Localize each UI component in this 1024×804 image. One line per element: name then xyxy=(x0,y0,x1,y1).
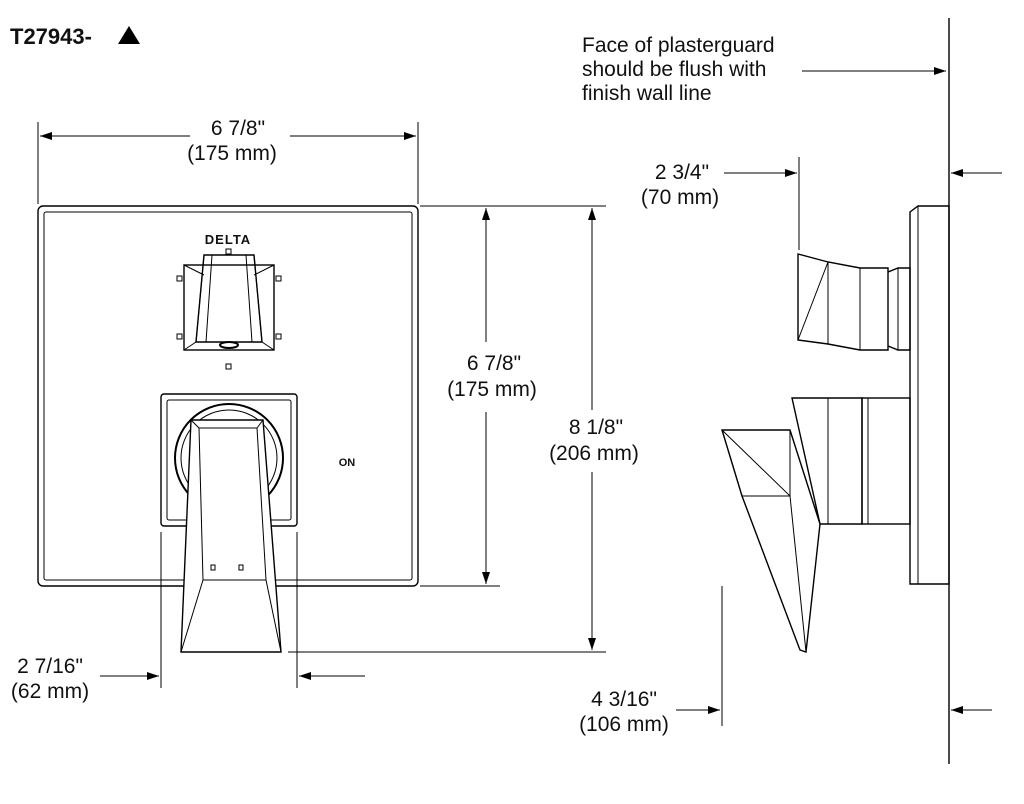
model-number: T27943- xyxy=(10,24,92,49)
title-group: T27943- xyxy=(10,24,140,49)
diverter-side-body xyxy=(797,253,889,351)
triangle-icon xyxy=(118,26,140,44)
diverter-side-facets xyxy=(797,261,861,350)
handle-front xyxy=(160,393,298,653)
dim-handle-width: 2 7/16" (62 mm) xyxy=(11,532,365,703)
front-view: DELTA ON xyxy=(37,205,419,653)
dim-side-depth: 2 3/4" (70 mm) xyxy=(641,157,1002,250)
diverter-knob-front xyxy=(176,248,282,370)
diverter-bevels xyxy=(183,264,275,351)
handle-side-escutcheon xyxy=(861,397,911,525)
dim-height-total-imperial: 8 1/8" xyxy=(569,416,623,439)
handle-side xyxy=(721,397,911,653)
marker-left-1 xyxy=(176,275,183,282)
diverter-side-neck xyxy=(887,267,911,351)
dim-height-inner: 6 7/8" (175 mm) xyxy=(420,205,537,587)
marker-right-1 xyxy=(275,275,282,282)
marker-top xyxy=(225,248,232,255)
handle-screw-2 xyxy=(238,564,244,571)
trim-plate-side xyxy=(909,205,950,585)
note-plasterguard: Face of plasterguard should be flush wit… xyxy=(582,34,946,105)
dim-handle-width-metric: (62 mm) xyxy=(11,680,89,703)
handle-side-lever-edges xyxy=(721,429,807,653)
marker-right-2 xyxy=(275,333,282,340)
handle-side-lever xyxy=(721,429,821,653)
note-line-3: finish wall line xyxy=(582,82,712,105)
handle-screw-1 xyxy=(210,564,216,571)
dim-side-total-metric: (106 mm) xyxy=(579,713,669,736)
brand-logo: DELTA xyxy=(205,232,251,247)
diverter-base xyxy=(183,264,275,351)
marker-bottom xyxy=(225,363,232,370)
side-view xyxy=(721,18,950,764)
dim-height-inner-imperial: 6 7/8" xyxy=(467,352,521,375)
dim-height-inner-metric: (175 mm) xyxy=(447,378,537,401)
dim-handle-width-imperial: 2 7/16" xyxy=(17,655,83,678)
dim-side-total-imperial: 4 3/16" xyxy=(591,688,657,711)
dim-width-metric: (175 mm) xyxy=(187,142,277,165)
marker-left-2 xyxy=(176,333,183,340)
diverter-knob-side xyxy=(797,253,911,351)
dim-side-depth-imperial: 2 3/4" xyxy=(655,161,709,184)
note-line-2: should be flush with xyxy=(582,58,766,81)
dim-width-imperial: 6 7/8" xyxy=(211,117,265,140)
dim-side-total: 4 3/16" (106 mm) xyxy=(579,586,992,736)
dim-height-total: 8 1/8" (206 mm) xyxy=(288,205,639,653)
dim-side-depth-metric: (70 mm) xyxy=(641,186,719,209)
diverter-top xyxy=(195,254,263,343)
handle-lever-edges xyxy=(180,419,282,653)
diverter-hole xyxy=(219,341,239,349)
dim-width-top: 6 7/8" (175 mm) xyxy=(37,117,419,204)
dim-height-total-metric: (206 mm) xyxy=(549,442,639,465)
handle-lever xyxy=(180,419,282,653)
diverter-facets xyxy=(195,254,263,343)
on-label: ON xyxy=(339,457,356,469)
note-line-1: Face of plasterguard xyxy=(582,34,775,57)
